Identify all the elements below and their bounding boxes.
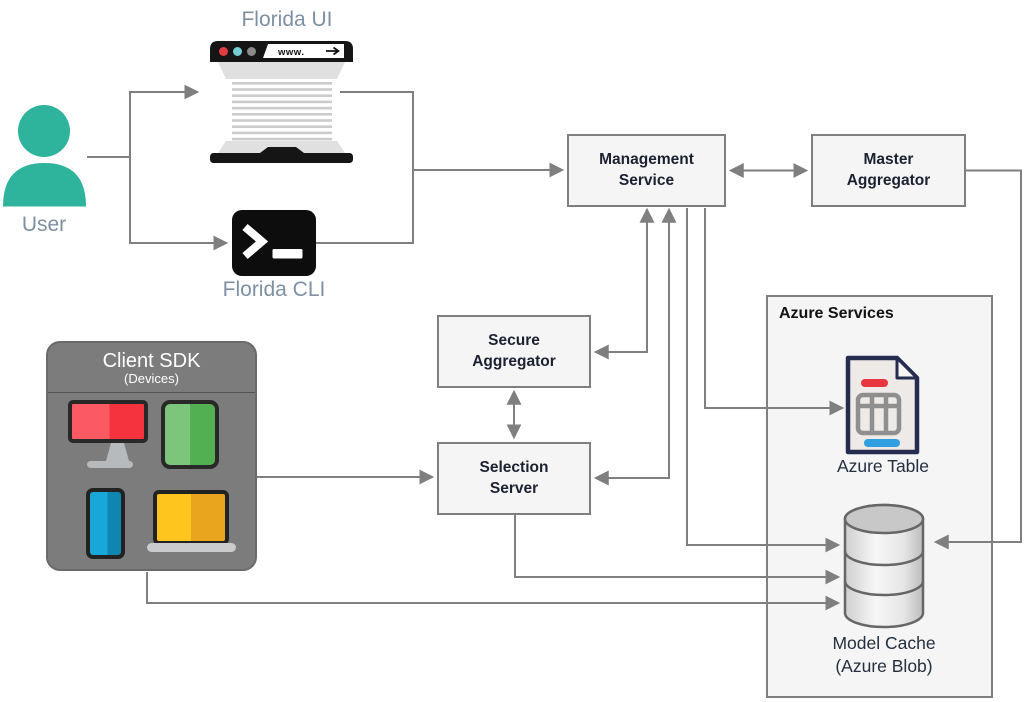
edge-sdk-to-model-cache (146, 572, 841, 611)
browser-dot-red (219, 47, 228, 56)
azure-services-title: Azure Services (779, 305, 894, 322)
model-cache-label: Model Cache (Azure Blob) (832, 633, 936, 676)
node-secure-aggregator: Secure Aggregator (437, 315, 591, 388)
user-icon (3, 105, 86, 207)
florida-ui-label: Florida UI (241, 8, 333, 31)
tablet-icon (161, 400, 219, 469)
client-sdk-header: Client SDK (Devices) (48, 343, 255, 393)
database-cylinder-icon (843, 503, 925, 629)
edge-management-secure-aggregator (593, 207, 655, 360)
address-bar (263, 44, 344, 58)
edge-user-to-florida-ui (129, 84, 200, 157)
client-sdk-subtitle: (Devices) (124, 371, 179, 386)
go-arrow-icon (326, 46, 340, 56)
node-management-service: Management Service (567, 134, 726, 207)
edge-ui-cli-junction (316, 91, 414, 244)
browser-dot-gray (247, 47, 256, 56)
florida-cli-label: Florida CLI (222, 278, 326, 301)
edge-management-to-model-cache (686, 208, 841, 553)
browser-dot-teal (233, 47, 242, 56)
edge-master-to-model-cache (933, 169, 1022, 550)
terminal-icon (232, 210, 316, 276)
azure-table-label: Azure Table (836, 456, 930, 476)
edge-management-to-azure-table (704, 208, 845, 416)
browser-icon: www. (210, 41, 353, 163)
phone-icon (86, 488, 125, 559)
edge-user-to-florida-cli (129, 157, 229, 251)
laptop-icon (147, 490, 236, 552)
node-selection-server: Selection Server (437, 442, 591, 515)
address-bar-text: www. (277, 47, 304, 58)
edge-selection-to-model-cache (514, 515, 841, 585)
client-sdk-title: Client SDK (102, 350, 201, 372)
edge-management-selection-server (593, 207, 677, 486)
user-label: User (21, 213, 67, 236)
azure-table-icon (845, 355, 920, 455)
node-master-aggregator: Master Aggregator (811, 134, 966, 207)
monitor-icon (68, 400, 148, 468)
